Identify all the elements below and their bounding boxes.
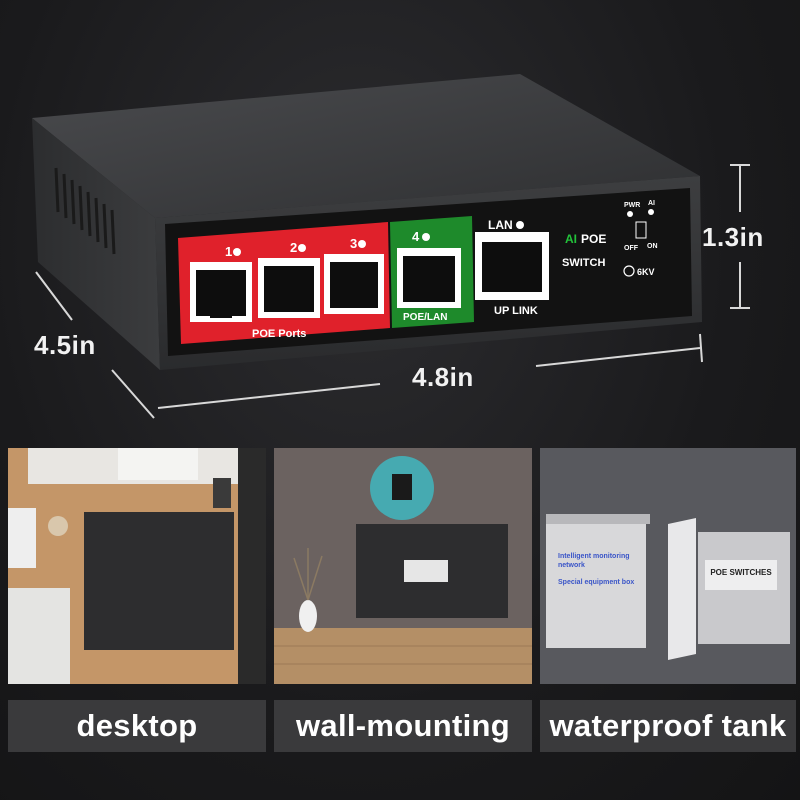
poe-port-3: [324, 254, 384, 314]
device-top: [32, 74, 700, 218]
uplink-label: UP LINK: [494, 305, 538, 317]
device-on-desk: [84, 512, 234, 650]
wall-mounting-scene: [274, 448, 532, 684]
led-icon: [516, 221, 524, 229]
uplink-port: [475, 232, 549, 300]
caption-waterproof-tank: waterproof tank: [540, 700, 796, 752]
side-vents: [54, 167, 116, 255]
poe-switch-device: 1 2 3 4 POE Ports POE/LAN LAN UP LINK AI…: [32, 74, 750, 419]
closed-box: [546, 520, 646, 648]
on-label: ON: [647, 243, 658, 250]
led-icon: [422, 233, 430, 241]
box-line-1: Intelligent monitoring: [558, 553, 630, 560]
brand-switch: SWITCH: [562, 257, 605, 269]
surge-icon: [623, 265, 635, 277]
poe-lan-port-4: [397, 248, 461, 308]
ai-label: AI: [648, 200, 655, 207]
waterproof-tank-scene: Intelligent monitoring network Special e…: [540, 448, 796, 684]
dip-switch-icon: [635, 221, 647, 239]
depth-dim-line-bottom: [111, 369, 155, 419]
caption-wall-mounting: wall-mounting: [274, 700, 532, 752]
box-line-2: network: [558, 562, 585, 569]
height-dimension: 1.3in: [702, 222, 764, 252]
depth-dim-line-top: [35, 271, 73, 321]
poe-group-label: POE Ports: [252, 328, 306, 340]
led-icon: [298, 244, 306, 252]
poe-port-1-label: 1: [225, 244, 232, 259]
width-dimension: 4.8in: [412, 362, 474, 392]
caption-desktop: desktop: [8, 700, 266, 752]
poe-lan-port-label: 4: [412, 229, 420, 244]
brand-ai: AI: [565, 232, 577, 246]
off-label: OFF: [624, 245, 639, 252]
poe-port-2-label: 2: [290, 240, 297, 255]
lan-label: LAN: [488, 218, 513, 232]
width-dim-line-right: [535, 347, 701, 367]
led-icon: [233, 248, 241, 256]
pwr-label: PWR: [624, 202, 640, 209]
box-line-3: Special equipment box: [558, 579, 635, 586]
surge-label: 6KV: [637, 267, 655, 277]
width-dim-line-left: [157, 383, 381, 409]
pwr-led-icon: [627, 211, 633, 217]
poe-port-3-label: 3: [350, 236, 357, 251]
poe-lan-group-label: POE/LAN: [403, 312, 447, 323]
desktop-scene: [8, 448, 266, 684]
brand-poe: POE: [581, 232, 606, 246]
depth-dimension: 4.5in: [34, 330, 96, 360]
poe-switches-label: POE SWITCHES: [710, 568, 772, 577]
poe-port-2: [258, 258, 320, 318]
led-icon: [358, 240, 366, 248]
poe-port-1: [190, 262, 252, 322]
open-door: [668, 518, 696, 660]
ai-led-icon: [648, 209, 654, 215]
